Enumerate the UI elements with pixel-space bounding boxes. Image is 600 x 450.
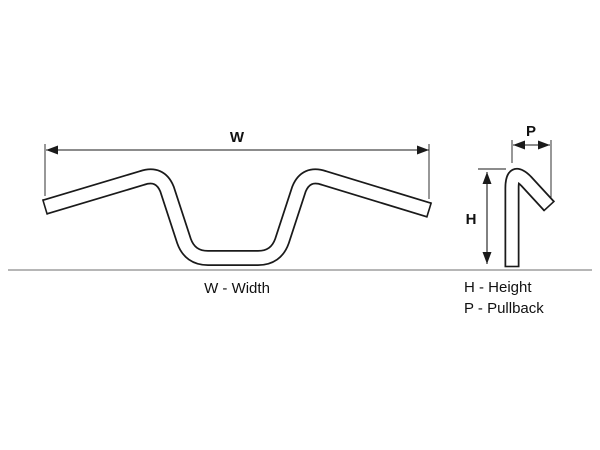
width-dimension: W [44,129,430,199]
width-dimension-label: W [230,129,245,146]
handlebar-front-view [41,168,433,266]
pullback-dimension-label: P [526,123,536,140]
pullback-dimension: P [511,123,552,198]
front-tube-core [43,170,431,265]
legend-width: W - Width [204,280,270,297]
legend: W - Width H - Height P - Pullback [204,279,544,317]
legend-height: H - Height [464,279,532,296]
side-grip-end-cap [542,200,556,212]
side-tube-core [506,169,554,267]
height-dimension-label: H [466,211,477,228]
legend-pullback: P - Pullback [464,300,544,317]
front-right-grip-end-cap [425,202,433,218]
front-left-grip-end-cap [41,199,49,215]
handlebar-side-view [504,168,556,268]
height-dimension: H [466,168,506,264]
